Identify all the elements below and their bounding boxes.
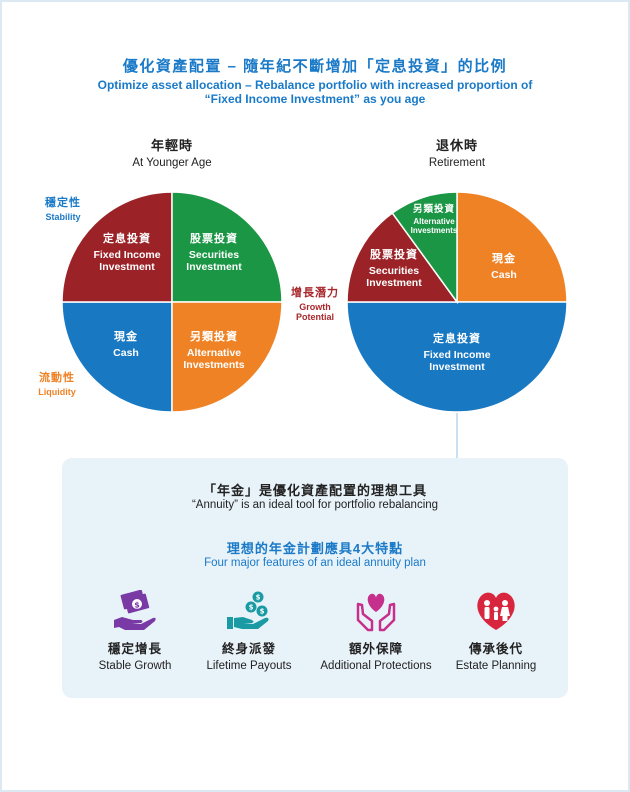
feature-estate-planning-en: Estate Planning [455,660,537,672]
feature-stable-growth: $ 穩定增長 Stable Growth [70,590,200,672]
feature-additional-protections-cn: 額外保障 [348,642,403,656]
hands-heart-icon [356,593,396,632]
svg-text:$: $ [260,608,265,616]
growth-label-en-line1: Growth [299,302,331,312]
growth-label-en-line2: Potential [295,312,334,322]
left-chart-title-cn: 年輕時 [150,138,193,153]
right-chart-title-en: Retirement [428,157,486,169]
feature-stable-growth-en: Stable Growth [98,660,172,672]
feature-additional-protections: 額外保障 Additional Protections [311,590,441,672]
feature-lifetime-payouts-en: Lifetime Payouts [206,660,292,672]
stability-label-cn: 穩定性 [45,197,81,209]
liquidity-label-en: Liquidity [38,387,76,397]
page-title-en-line2: “Fixed Income Investment” as you age [204,92,426,106]
pie0-slice-securities [61,191,173,303]
page-title-cn: 優化資產配置 – 隨年紀不斷增加「定息投資」的比例 [122,58,508,75]
pie0-slice-fixed_income [61,301,173,413]
hand-money-icon: $ [114,590,156,630]
right-chart-title-cn: 退休時 [435,138,478,153]
feature-lifetime-payouts: $$$ 終身派發 Lifetime Payouts [184,590,314,672]
feature-stable-growth-cn: 穩定增長 [107,642,162,656]
panel-heading-cn: 「年金」是優化資產配置的理想工具 [202,483,427,498]
feature-estate-planning-cn: 傳承後代 [468,642,523,656]
feature-estate-planning: 傳承後代 Estate Planning [431,590,561,672]
stability-label-en: Stability [45,212,81,222]
panel-subheading-en: Four major features of an ideal annuity … [204,557,426,569]
annuity-panel [62,458,568,698]
hand-coins-icon: $$$ [227,591,269,629]
svg-text:$: $ [134,601,140,610]
panel-subheading-cn: 理想的年金計劃應具4大特點 [226,541,404,556]
left-chart-title: 年輕時 At Younger Age [72,135,272,169]
pie0-slice-cash [171,301,283,413]
stability-label: 穩定性 Stability [28,194,98,222]
pie1-slice-alternative [391,191,458,305]
feature-lifetime-payouts-cn: 終身派發 [221,642,276,656]
svg-text:$: $ [249,604,254,612]
page-title-en-line1: Optimize asset allocation – Rebalance po… [97,78,533,92]
growth-label: 增長潛力 Growth Potential [280,284,350,322]
liquidity-label: 流動性 Liquidity [22,369,92,397]
feature-additional-protections-en: Additional Protections [320,660,432,672]
right-chart-title: 退休時 Retirement [357,135,557,169]
page-title-en: Optimize asset allocation – Rebalance po… [0,78,630,106]
panel-heading-en: “Annuity” is an ideal tool for portfolio… [191,499,439,511]
growth-label-cn: 增長潛力 [291,287,339,299]
pie0-slice-alternative [171,191,283,303]
svg-text:$: $ [256,594,261,602]
pie1-slice-cash [456,191,568,303]
pie1-slice-securities [346,211,459,303]
pie1-slice-fixed_income [346,301,568,413]
liquidity-label-cn: 流動性 [39,372,75,384]
left-chart-title-en: At Younger Age [132,157,212,169]
family-heart-icon [477,592,515,630]
